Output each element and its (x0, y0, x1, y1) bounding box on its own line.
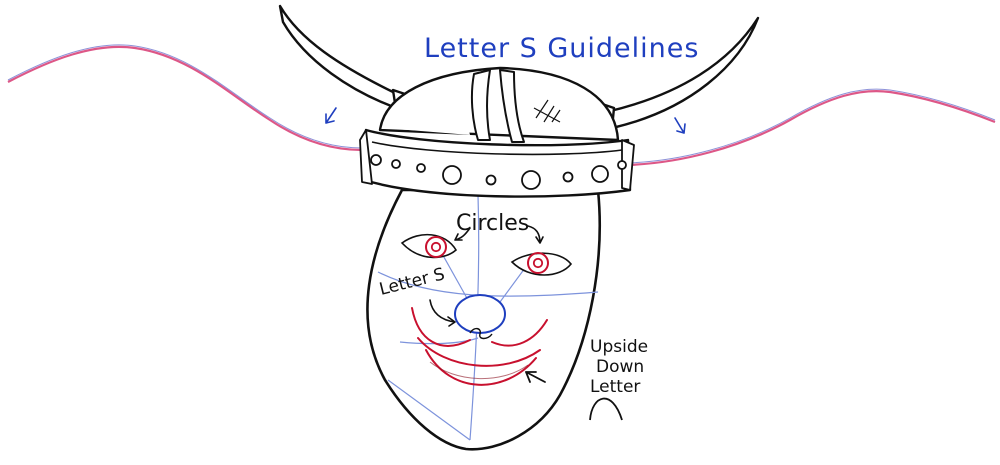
right-eye-iris-circle (527, 252, 549, 274)
helmet-band-top-edge (371, 141, 623, 156)
upside-down-arrow-icon (525, 371, 546, 383)
nostril-s-shape (469, 327, 493, 340)
mouth (411, 307, 548, 386)
right-s-guideline-blue (627, 88, 996, 164)
rivet (591, 165, 609, 183)
rivet (416, 163, 426, 173)
helmet (359, 66, 635, 198)
nose-shape (454, 294, 506, 334)
guideline-arrows (325, 107, 686, 134)
left-eye-iris-circle (425, 236, 447, 258)
mustache-right (491, 319, 548, 347)
lip-lower (425, 349, 537, 386)
rivet (562, 171, 574, 183)
helmet-rivets (370, 154, 627, 190)
helmet-dome-shadow (384, 78, 470, 135)
upside-down-u-shape-icon (589, 397, 623, 421)
right-guideline-arrow-icon (674, 117, 686, 134)
lip-upper (417, 337, 541, 367)
mouth-guide-line (399, 337, 479, 345)
left-eye-pupil-circle (430, 241, 442, 253)
left-guideline-arrow-icon (325, 107, 337, 124)
upside-down-label-line1: Upside (590, 337, 648, 357)
helmet-center-ridge (470, 69, 491, 141)
left-eye (400, 233, 458, 259)
mustache-left (411, 307, 471, 347)
right-s-guideline (627, 90, 996, 167)
horizontal-eye-line (377, 271, 599, 297)
right-eye-pupil-circle (532, 257, 544, 269)
rivet (442, 165, 462, 185)
circles-left-arrow-icon (454, 227, 471, 241)
rivet (617, 160, 627, 170)
s-guideline-curves (7, 44, 996, 167)
helmet-shine-mark (533, 99, 561, 123)
helmet-band-right-clasp (621, 139, 635, 191)
eye-to-nose-left (439, 249, 469, 301)
rivet (485, 174, 497, 186)
right-eye (510, 252, 573, 276)
chin-line-left (387, 379, 471, 441)
circles-arrows (454, 225, 544, 244)
rivet (370, 154, 382, 166)
eye-to-nose-right (499, 267, 526, 303)
lip-shadow (429, 361, 529, 380)
face (366, 188, 601, 451)
rivet (521, 170, 541, 190)
helmet-band-left-clasp (359, 129, 373, 185)
rivet (391, 159, 401, 169)
letter-s-arrow-icon (429, 299, 456, 327)
guidelines-label: Letter S Guidelines (424, 33, 699, 64)
helmet-center-ridge-right (499, 69, 525, 143)
left-s-guideline-blue (7, 44, 363, 149)
circles-label: Circles (456, 211, 529, 236)
left-s-guideline (7, 45, 363, 152)
upside-down-label-line2: Down (596, 357, 644, 377)
circles-right-arrow-icon (527, 225, 544, 244)
upside-down-label-line3: Letter (590, 377, 640, 397)
left-horn (278, 4, 404, 112)
